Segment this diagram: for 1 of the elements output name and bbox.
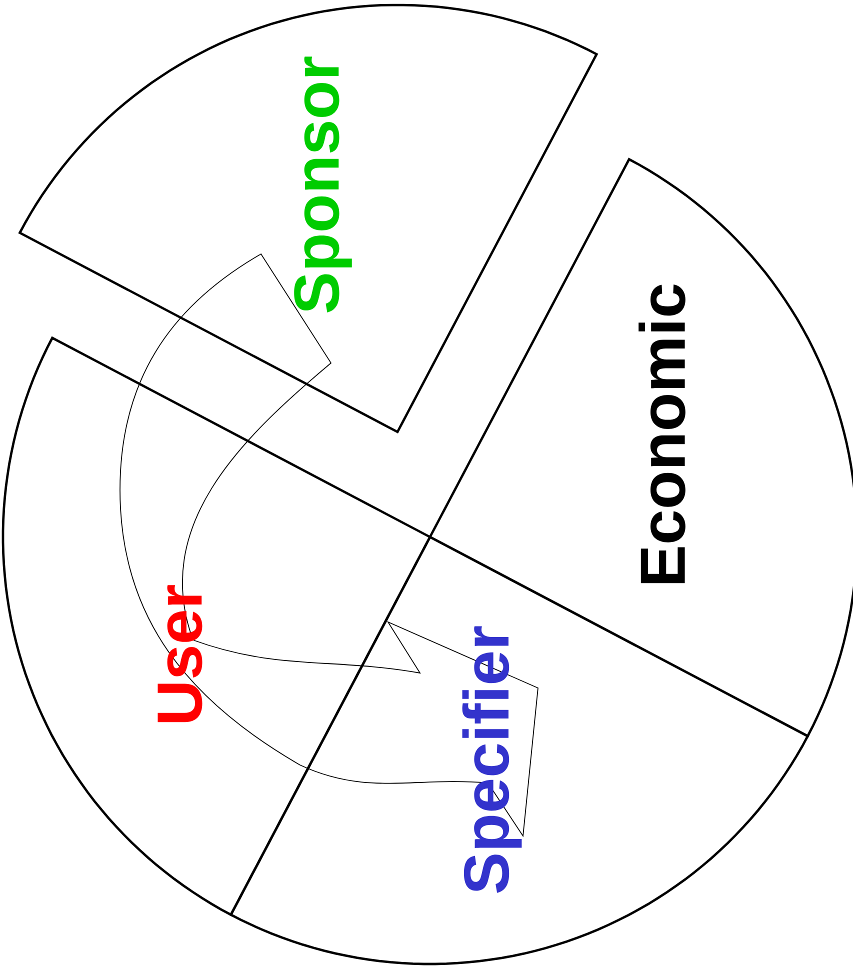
curved-block-arrow: [120, 254, 538, 836]
